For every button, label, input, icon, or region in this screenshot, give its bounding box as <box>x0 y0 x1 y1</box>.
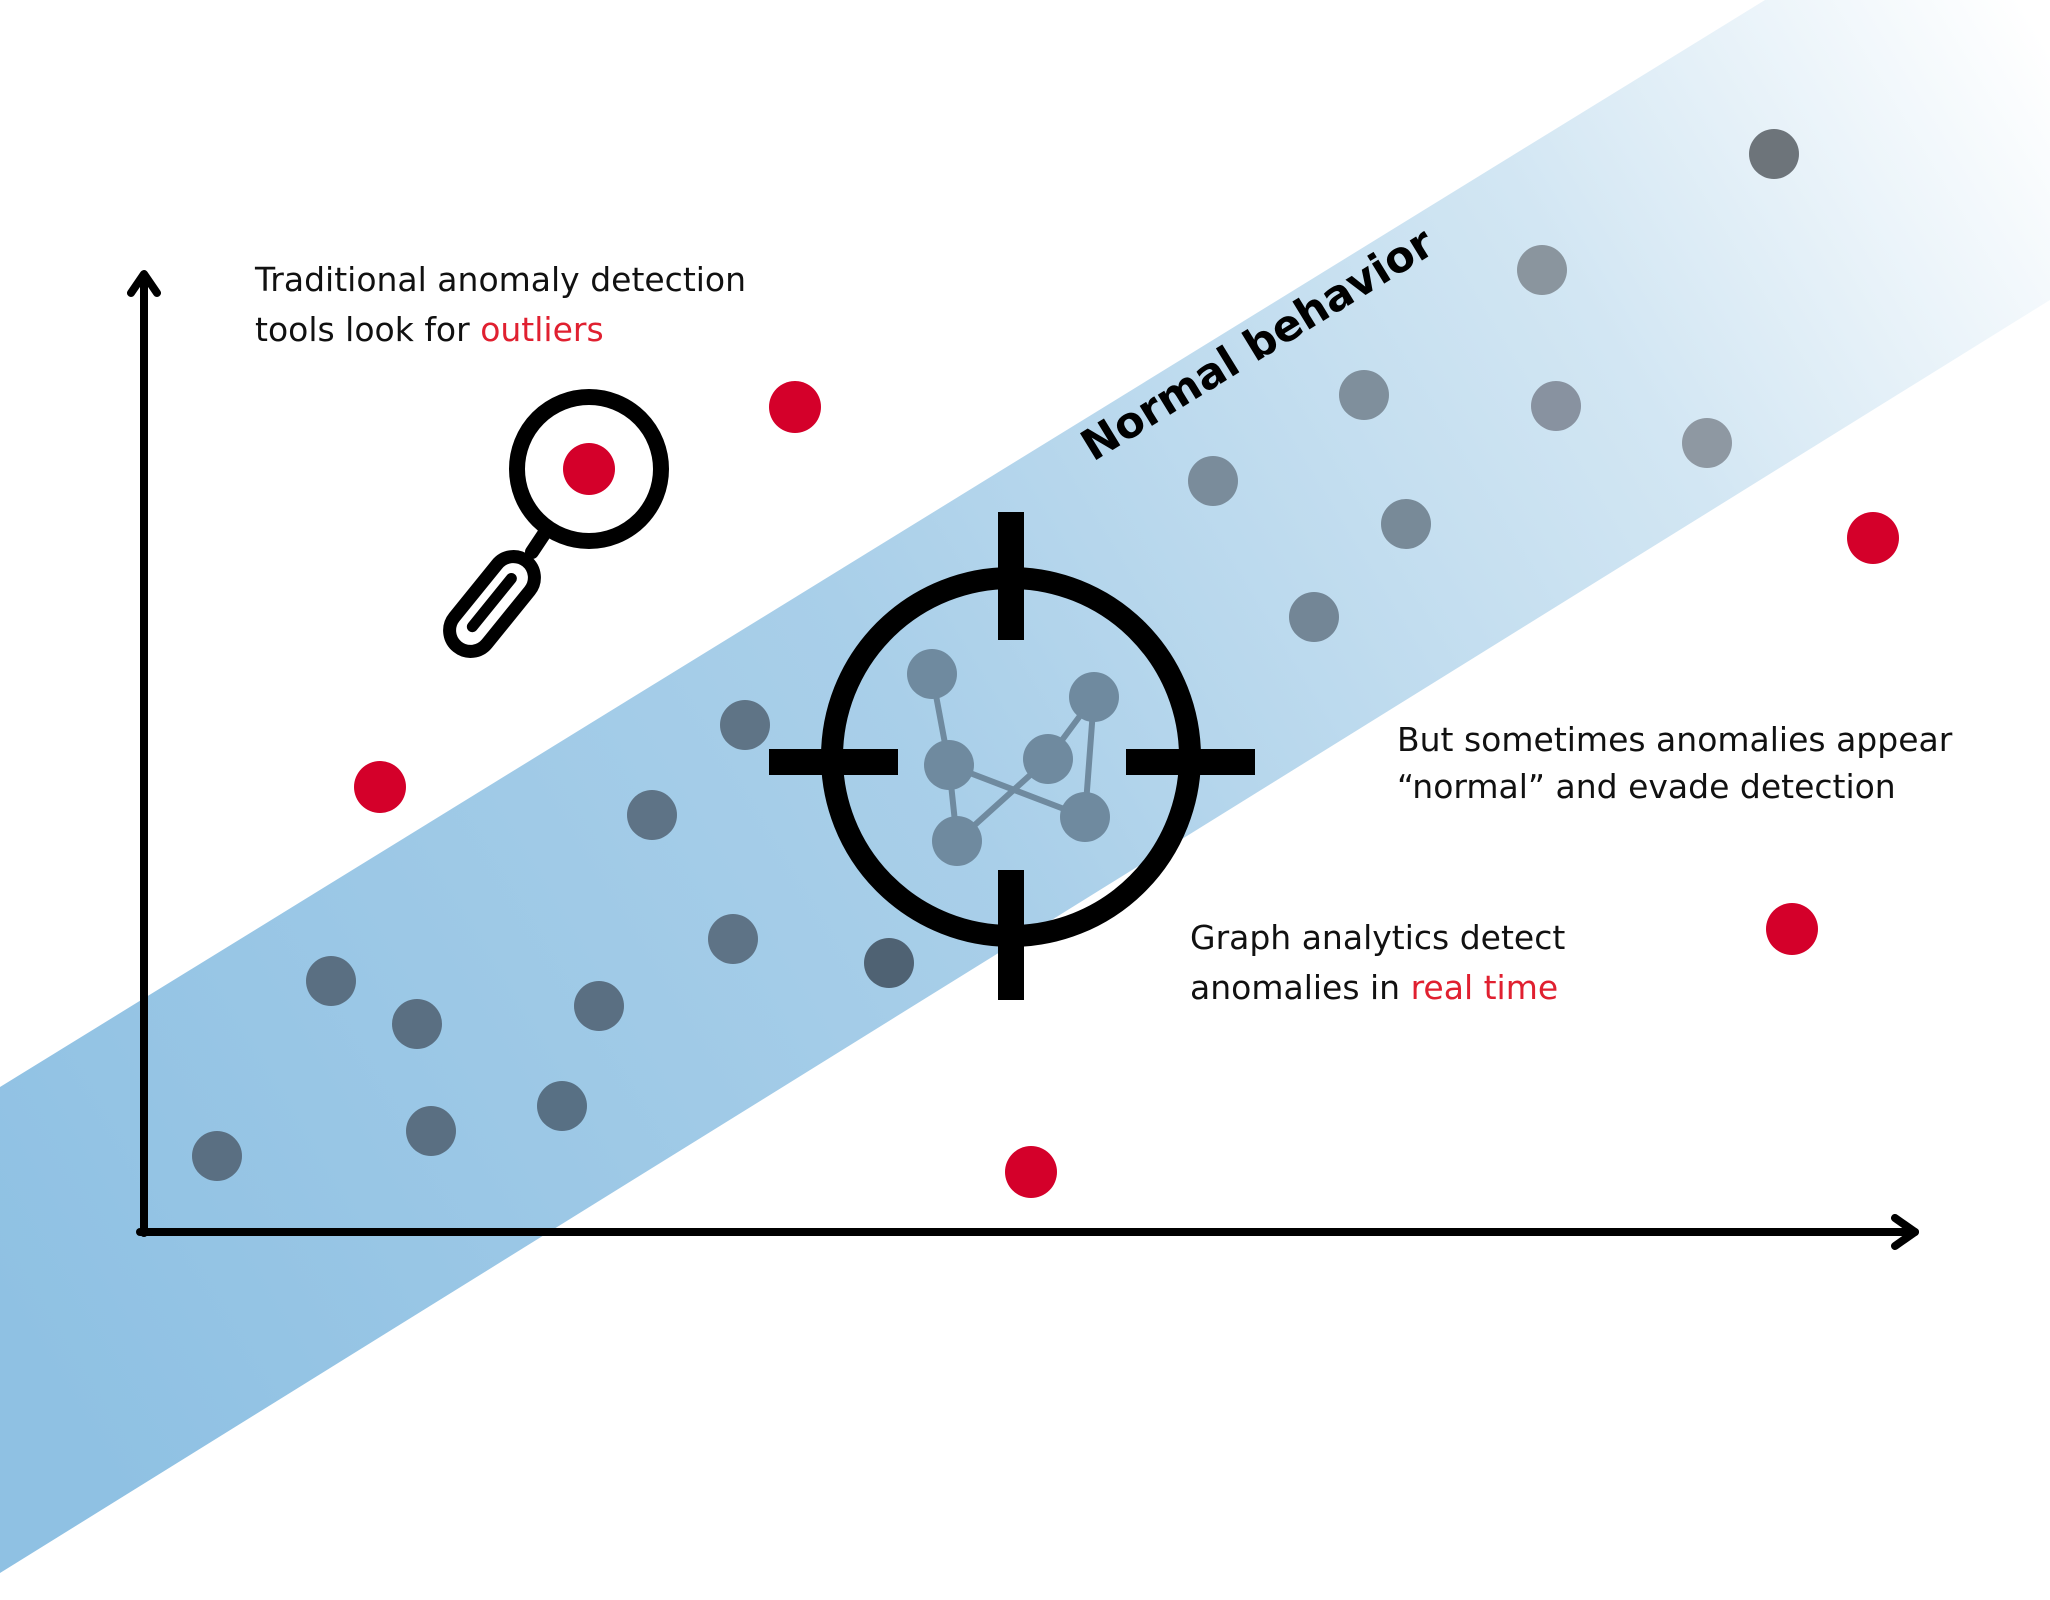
anomaly-point <box>1005 1146 1057 1198</box>
normal-point <box>574 981 624 1031</box>
anomaly-point <box>354 761 406 813</box>
graph-node <box>932 816 982 866</box>
real-time-highlight: real time <box>1410 968 1559 1007</box>
normal-point <box>864 938 914 988</box>
caption-text: tools look for <box>255 310 481 349</box>
graph-node <box>1069 672 1119 722</box>
anomaly-point <box>769 381 821 433</box>
normal-point <box>306 956 356 1006</box>
normal-point <box>1381 499 1431 549</box>
caption-line: But sometimes anomalies appear <box>1397 720 1953 759</box>
graph-node <box>1023 734 1073 784</box>
graph-node <box>924 740 974 790</box>
normal-point <box>708 914 758 964</box>
x-axis-arrowhead <box>1891 1214 1919 1250</box>
normal-point <box>1289 592 1339 642</box>
caption-line: Traditional anomaly detection <box>255 260 747 299</box>
anomaly-point <box>1847 512 1899 564</box>
normal-point <box>1682 418 1732 468</box>
normal-point <box>1531 381 1581 431</box>
caption-text: anomalies in <box>1190 968 1411 1007</box>
normal-point <box>406 1106 456 1156</box>
graph-node <box>907 649 957 699</box>
axes <box>127 270 1919 1250</box>
outliers-highlight: outliers <box>480 310 604 349</box>
normal-point <box>537 1081 587 1131</box>
y-axis-arrowhead <box>127 270 161 297</box>
normal-point <box>1749 129 1799 179</box>
normal-points <box>192 129 1799 1181</box>
evade-detection-caption: But sometimes anomalies appear “normal” … <box>1397 716 1952 810</box>
normal-point <box>627 790 677 840</box>
normal-point <box>392 999 442 1049</box>
magnifier-icon <box>443 389 669 658</box>
graph-analytics-caption: Graph analytics detect anomalies in real… <box>1190 913 1565 1013</box>
graph-network-icon <box>907 649 1119 866</box>
caption-line: Graph analytics detect <box>1190 918 1566 957</box>
anomaly-point <box>1766 903 1818 955</box>
caption-line: tools look for outliers <box>255 305 746 355</box>
normal-point <box>1339 370 1389 420</box>
normal-point <box>192 1131 242 1181</box>
normal-point <box>1517 245 1567 295</box>
magnified-anomaly-point <box>563 443 615 495</box>
normal-point <box>720 700 770 750</box>
graph-node <box>1060 792 1110 842</box>
traditional-detection-caption: Traditional anomaly detection tools look… <box>255 255 746 355</box>
normal-point <box>1188 456 1238 506</box>
caption-line: anomalies in real time <box>1190 963 1565 1013</box>
anomaly-points <box>354 381 1899 1198</box>
caption-line: “normal” and evade detection <box>1397 767 1896 806</box>
crosshair-icon <box>769 512 1255 1000</box>
